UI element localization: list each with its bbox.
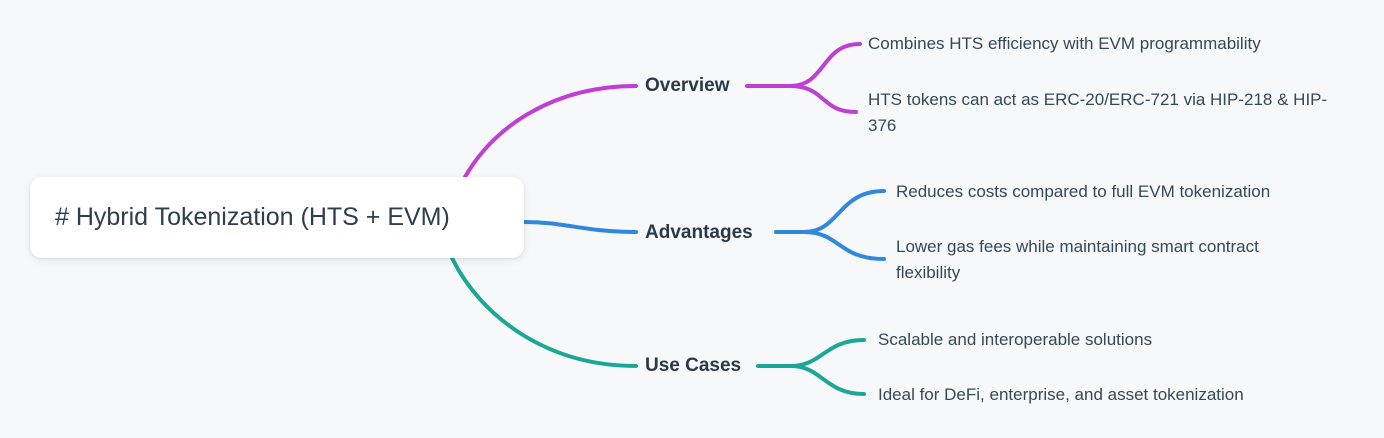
- leaf-node-use-cases-2[interactable]: Ideal for DeFi, enterprise, and asset to…: [878, 385, 1244, 404]
- overview-root-link: [463, 84, 638, 179]
- leaf-node-use-cases-1[interactable]: Scalable and interoperable solutions: [878, 330, 1153, 349]
- use-cases-root-link: [450, 256, 638, 368]
- branch-node-advantages[interactable]: Advantages: [645, 222, 753, 243]
- use-cases-leaf-link-2: [789, 364, 866, 396]
- advantages-leaf-link-1: [802, 189, 886, 234]
- advantages-leaf-link-2: [802, 230, 886, 261]
- leaf-node-advantages-1[interactable]: Reduces costs compared to full EVM token…: [896, 182, 1271, 201]
- branch-node-use-cases[interactable]: Use Cases: [645, 355, 742, 376]
- use-cases-leaf-link-1: [789, 338, 866, 368]
- overview-leaf-link-2: [788, 84, 858, 114]
- root-node[interactable]: # Hybrid Tokenization (HTS + EVM): [30, 177, 524, 258]
- advantages-root-link: [523, 220, 638, 234]
- leaf-node-advantages-2[interactable]: Lower gas fees while maintaining smart c…: [896, 237, 1259, 282]
- branch-node-overview[interactable]: Overview: [645, 75, 730, 96]
- overview-leaf-link-1: [788, 42, 862, 88]
- root-node-label: # Hybrid Tokenization (HTS + EVM): [55, 203, 450, 231]
- leaf-node-overview-1[interactable]: Combines HTS efficiency with EVM program…: [868, 34, 1261, 53]
- leaf-node-overview-2[interactable]: HTS tokens can act as ERC-20/ERC-721 via…: [868, 90, 1328, 135]
